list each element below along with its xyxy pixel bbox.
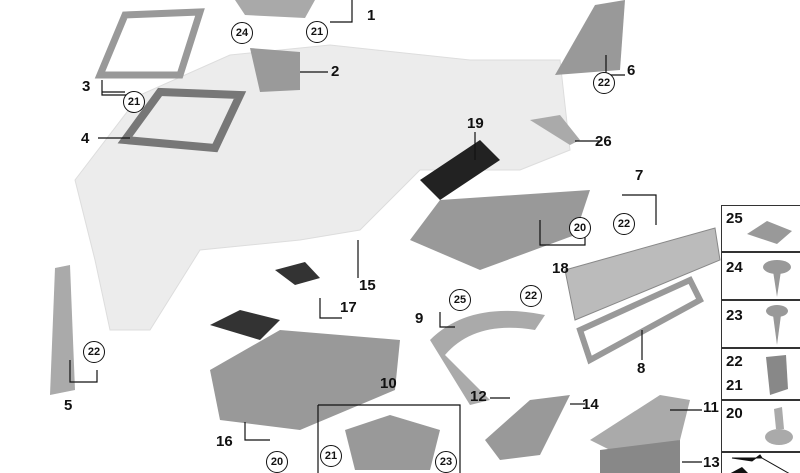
part-13-housing: [600, 440, 680, 473]
fastener-label: 21: [726, 377, 743, 394]
part-17-insulation-b: [275, 262, 320, 285]
circled-21: 21: [320, 445, 342, 467]
collar-screw-icon: [763, 260, 791, 297]
circled-24: 24: [231, 22, 253, 44]
callout-18: 18: [552, 260, 569, 277]
expanding-clip-icon: [766, 355, 788, 395]
part-5-side-trim: [50, 265, 75, 395]
callout-7: 7: [635, 167, 644, 184]
callout-8: 8: [637, 360, 646, 377]
callout-16: 16: [216, 433, 233, 450]
fastener-box-23: 23: [721, 300, 800, 348]
callout-17: 17: [340, 299, 357, 316]
part-4-trim-frame: [117, 87, 247, 153]
callout-10: 10: [380, 375, 397, 392]
part-19-pad: [420, 140, 500, 200]
part-8-decor-strip: [576, 276, 704, 365]
callout-4: 4: [81, 130, 90, 147]
arrow-icon: [730, 454, 790, 473]
callout-12: 12: [470, 388, 487, 405]
part-26-bracket: [530, 115, 580, 145]
fastener-box-25: 25: [721, 205, 800, 252]
callout-2: 2: [331, 63, 340, 80]
circled-25: 25: [449, 289, 471, 311]
circled-22: 22: [83, 341, 105, 363]
callout-1: 1: [367, 7, 376, 24]
fastener-label: 20: [726, 405, 743, 422]
part-7-decor-strip: [564, 227, 721, 321]
part-9-cluster-trim: [430, 310, 545, 405]
part-17-insulation: [210, 310, 280, 340]
dashboard-ghost: [74, 44, 571, 331]
fastener-label: 23: [726, 307, 743, 324]
callout-13: 13: [703, 454, 720, 471]
push-rivet-icon: [765, 407, 793, 445]
part-3-trim-frame: [94, 8, 205, 79]
fastener-box-22-21: 22 21: [721, 348, 800, 400]
fastener-box-20: 20: [721, 400, 800, 452]
callout-26: 26: [595, 133, 612, 150]
fastener-label: 24: [726, 259, 743, 276]
circled-20: 20: [569, 217, 591, 239]
fastener-label: 22: [726, 353, 743, 370]
fastener-box-arrow: [721, 452, 800, 473]
circled-21: 21: [123, 91, 145, 113]
part-16-carrier: [210, 330, 400, 430]
callout-14: 14: [582, 396, 599, 413]
callout-3: 3: [82, 78, 91, 95]
part-6-side-trim: [555, 0, 625, 75]
circled-22: 22: [613, 213, 635, 235]
part-1-cover: [235, 0, 315, 18]
callout-6: 6: [627, 62, 636, 79]
part-18-bracket: [410, 190, 590, 270]
part-10-glovebox: [345, 415, 440, 470]
circled-22: 22: [593, 72, 615, 94]
fastener-label: 25: [726, 210, 743, 227]
fastener-box-24: 24: [721, 252, 800, 300]
callout-15: 15: [359, 277, 376, 294]
part-14-trim: [485, 395, 570, 460]
tapping-screw-icon: [766, 305, 788, 345]
callout-9: 9: [415, 310, 424, 327]
circled-20: 20: [266, 451, 288, 473]
callout-19: 19: [467, 115, 484, 132]
clip-nut-icon: [747, 221, 792, 244]
circled-22: 22: [520, 285, 542, 307]
callout-5: 5: [64, 397, 73, 414]
part-2-speaker: [250, 48, 300, 92]
circled-21: 21: [306, 21, 328, 43]
circled-23: 23: [435, 451, 457, 473]
callout-11: 11: [703, 399, 719, 416]
part-11-trim: [590, 395, 690, 455]
